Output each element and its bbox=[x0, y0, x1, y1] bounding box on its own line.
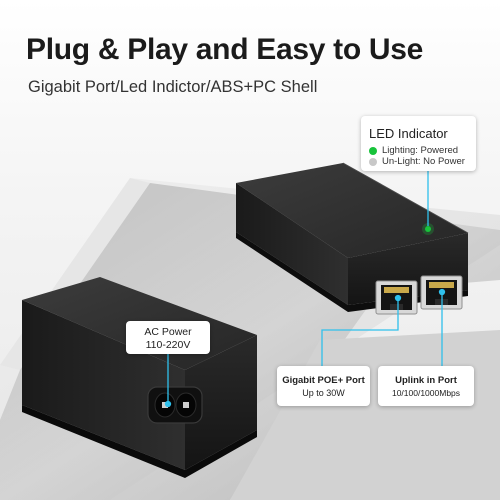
headline: Plug & Play and Easy to Use bbox=[26, 33, 424, 66]
led-no-power-label: Un-Light: No Power bbox=[382, 156, 465, 167]
led-status-light bbox=[425, 226, 431, 232]
ac-inlet-socket bbox=[147, 386, 203, 424]
ac-power-title: AC Power bbox=[144, 326, 192, 338]
ac-power-callout: AC Power 110-220V bbox=[126, 321, 210, 354]
poe-port-subtitle: Up to 30W bbox=[302, 388, 345, 398]
subheadline: Gigabit Port/Led Indictor/ABS+PC Shell bbox=[28, 78, 318, 96]
led-no-power-row: Un-Light: No Power bbox=[369, 156, 465, 167]
poe-injector-main bbox=[236, 162, 469, 315]
led-indicator-callout: LED Indicator Lighting: Powered Un-Light… bbox=[361, 116, 476, 171]
leader-lines bbox=[164, 171, 446, 408]
led-powered-row: Lighting: Powered bbox=[369, 145, 458, 156]
uplink-port-title: Uplink in Port bbox=[395, 375, 457, 386]
uplink-port-callout: Uplink in Port 10/100/1000Mbps bbox=[378, 366, 474, 406]
led-indicator-title: LED Indicator bbox=[369, 126, 448, 141]
led-powered-label: Lighting: Powered bbox=[382, 145, 459, 156]
poe-port-title: Gigabit POE+ Port bbox=[282, 375, 365, 386]
poe-port-callout: Gigabit POE+ Port Up to 30W bbox=[277, 366, 370, 406]
ac-power-range: 110-220V bbox=[145, 339, 191, 351]
green-dot-icon bbox=[369, 146, 377, 155]
uplink-port-subtitle: 10/100/1000Mbps bbox=[391, 388, 461, 398]
gray-dot-icon bbox=[369, 157, 377, 166]
